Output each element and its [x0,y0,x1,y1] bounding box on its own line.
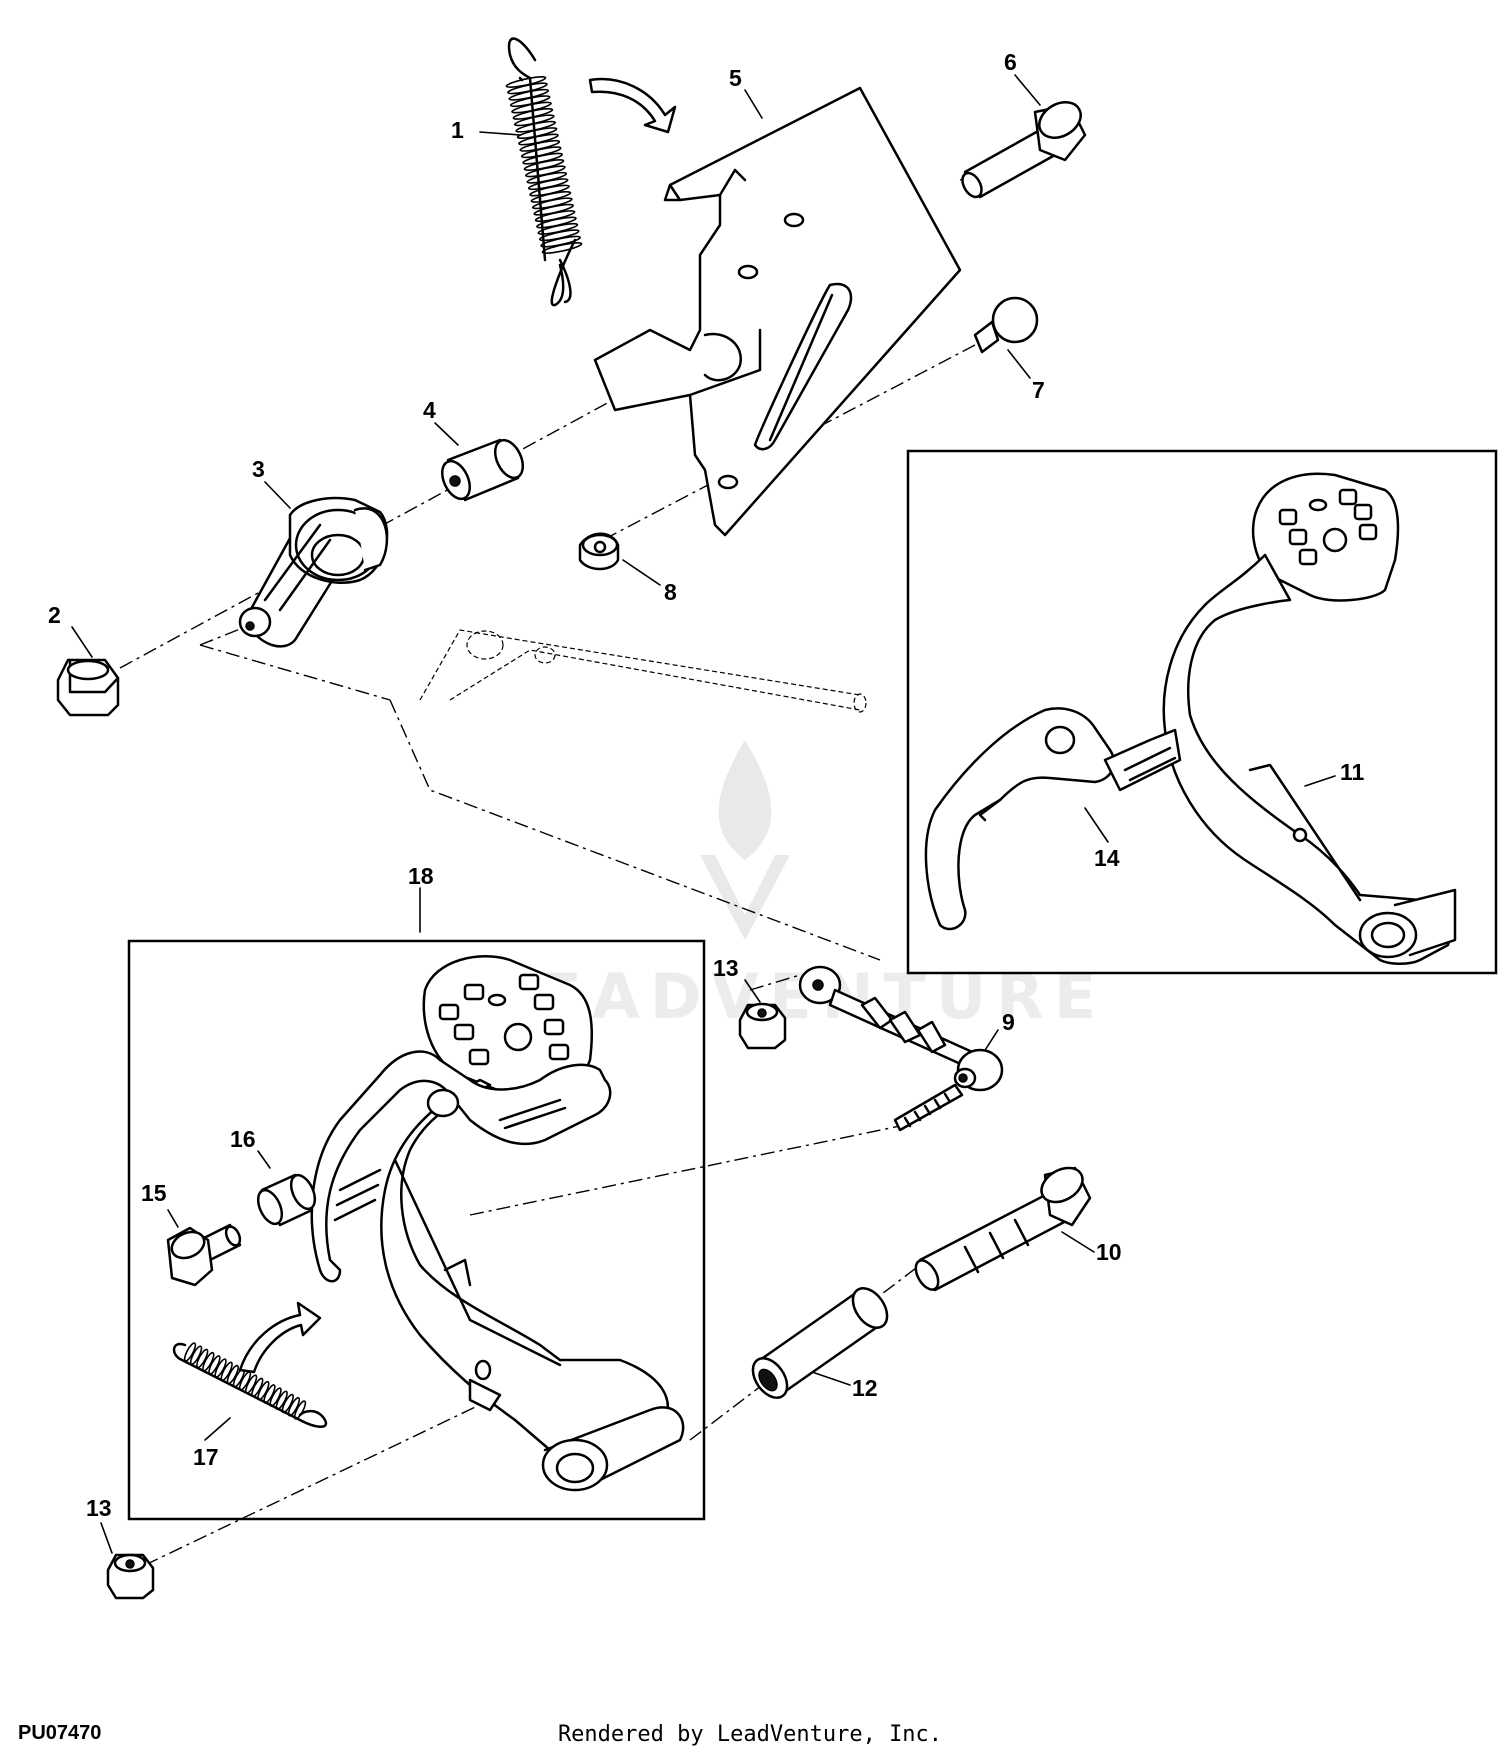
spring-coil [281,1393,294,1414]
spring-coil [538,229,580,242]
spring-coil [525,165,566,178]
figure-code: PU07470 [18,1722,102,1744]
callout-label-18: 18 [408,863,434,889]
spring-coil [189,1345,203,1365]
spring-coil [214,1358,227,1378]
callout-label-6: 6 [1004,49,1017,75]
part-15-shoulder-bolt [166,1223,242,1287]
callout-label-16: 16 [230,1126,256,1152]
spring-coil [541,242,583,254]
spring-coil [520,146,562,159]
render-credit: Rendered by LeadVenture, Inc. [557,1722,943,1747]
callout-label-10: 10 [1096,1239,1122,1265]
part-5-pedal-bracket [593,86,962,537]
spring-coil [183,1342,197,1362]
ghost-linkage-rod [419,629,867,713]
spring-coil [293,1400,307,1420]
spring-coil [530,190,572,203]
callout-label-9: 9 [1002,1009,1015,1035]
rotation-arrow-lower [238,1301,322,1374]
callout-label-4: 4 [423,397,436,423]
part-9-brake-rod [798,965,1004,1132]
part-14-lock-lever [924,707,1182,931]
part-2-flange-nut [56,658,120,717]
part-16-bushing [256,1173,317,1227]
spring-coil [269,1387,282,1407]
rotation-arrow-upper [588,77,677,134]
spring-coil [540,235,581,248]
callout-label-5: 5 [729,65,742,91]
spring-coil [527,178,569,191]
part-3-pivot-bracket [238,496,389,648]
callout-label-11: 11 [1340,759,1365,785]
callout-label-12: 12 [852,1375,878,1401]
part-6-flange-bolt [961,101,1087,199]
spring-coil [519,139,561,152]
part-18-brake-pedal-assembly [310,955,685,1492]
part-13-nut-lower [106,1553,155,1600]
part-11-pedal [1162,472,1457,965]
inset-box-brake-pedal-assembly [127,939,706,1521]
spring-coil [507,82,548,95]
callout-label-2: 2 [48,602,61,628]
spring-coil [516,127,558,140]
callout-label-7: 7 [1032,377,1045,403]
pedal-11-tread [1278,488,1378,566]
part-1-extension-spring [505,37,583,307]
spring-coil [537,222,579,235]
spring-coil [202,1351,215,1372]
spring-coil [208,1355,221,1375]
spring-coil [531,197,573,210]
spring-coil [220,1361,233,1382]
part-12-sleeve [751,1287,889,1399]
part-7-pin [973,296,1039,354]
callout-label-14: 14 [1094,845,1120,871]
callout-label-15: 15 [141,1180,167,1206]
callout-label-3: 3 [252,456,265,482]
part-13-nut-upper [738,1002,787,1050]
part-10-pivot-bolt [914,1166,1092,1292]
pedal-18-tread [438,973,570,1066]
callout-label-1: 1 [451,117,464,143]
spring-coil [515,120,557,133]
spring-coil [529,184,570,197]
spring-coil [263,1384,276,1404]
callout-label-8: 8 [664,579,677,605]
spring-coil [526,171,568,184]
spring-coil [522,152,563,165]
spring-coil [226,1364,239,1385]
spring-coil [196,1348,209,1369]
spring-coil [257,1380,270,1401]
inset-box-pedal-assembly [906,449,1498,975]
part-17-return-spring [172,1342,328,1428]
leader-lines [71,74,1336,1554]
spring-coil [508,88,550,101]
spring-coil [523,159,565,171]
callout-label-13-upper: 13 [713,955,739,981]
spring-coil [509,95,551,108]
spring-coil [287,1397,301,1417]
callout-label-13-lower: 13 [86,1495,112,1521]
part-8-nut [578,532,620,571]
spring-coil [244,1374,258,1394]
spring-coil [275,1390,288,1411]
callout-label-17: 17 [193,1444,219,1470]
part-4-bushing [440,438,525,502]
spring-coil [251,1377,264,1398]
spring-coil [518,133,559,146]
